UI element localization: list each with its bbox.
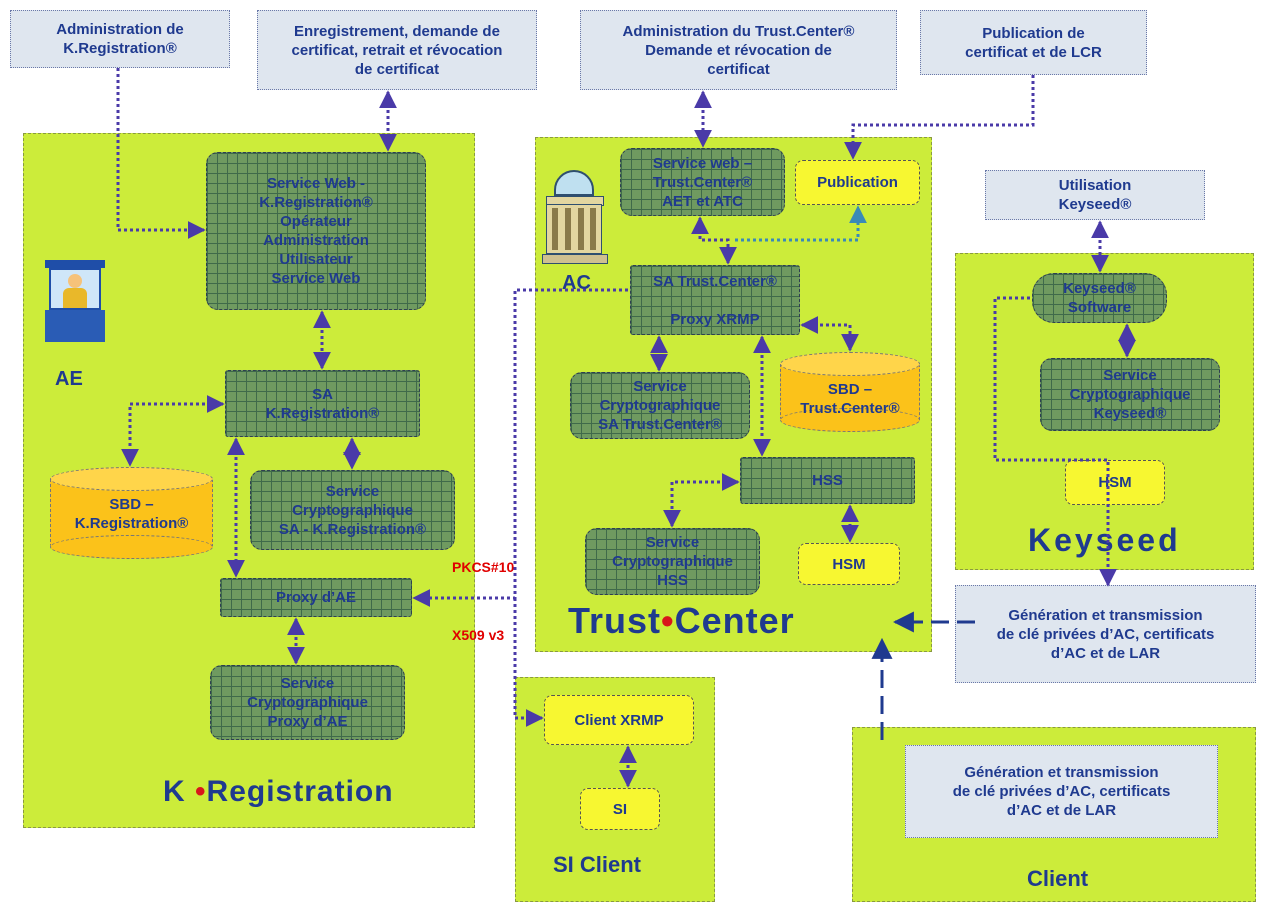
k-registration-logo-dot: • <box>195 775 207 808</box>
operator-booth-icon <box>45 260 105 342</box>
hsm-trust-center: HSM <box>798 543 900 585</box>
publication-box: Publication <box>795 160 920 205</box>
keyseed-logo: Keyseed <box>1028 522 1181 558</box>
sa-k-registration: SA K.Registration® <box>225 370 420 437</box>
note-publication-lcr: Publication de certificat et de LCR <box>920 10 1147 75</box>
k-registration-logo-text: Registration <box>206 775 394 808</box>
note-generation-keyseed: Génération et transmission de clé privée… <box>955 585 1256 683</box>
crypto-hss: Service Cryptographique HSS <box>585 528 760 595</box>
k-registration-logo-k: K <box>163 775 186 808</box>
hss-box: HSS <box>740 457 915 504</box>
crypto-sa-k-registration: Service Cryptographique SA - K.Registrat… <box>250 470 455 550</box>
note-generation-client: Génération et transmission de clé privée… <box>905 745 1218 838</box>
client-title: Client <box>1027 866 1089 891</box>
x509-label: X509 v3 <box>452 627 505 643</box>
service-web-k-registration: Service Web - K.Registration® Opérateur … <box>206 152 426 310</box>
note-admin-k-registration: Administration de K.Registration® <box>10 10 230 68</box>
sbd-trust-center-database: SBD – Trust.Center® <box>780 352 920 432</box>
si-box: SI <box>580 788 660 830</box>
crypto-keyseed: Service Cryptographique Keyseed® <box>1040 358 1220 431</box>
sbd-k-registration-label: SBD – K.Registration® <box>74 496 189 532</box>
crypto-sa-trust-center: Service Cryptographique SA Trust.Center® <box>570 372 750 439</box>
client-xrmp: Client XRMP <box>544 695 694 745</box>
trust-center-logo-trust: Trust <box>568 600 662 641</box>
k-registration-logo: K •Registration <box>163 775 394 809</box>
pkcs10-label: PKCS#10 <box>452 559 515 575</box>
crypto-proxy-ae: Service Cryptographique Proxy d’AE <box>210 665 405 740</box>
note-utilisation-keyseed: Utilisation Keyseed® <box>985 170 1205 220</box>
proxy-ae: Proxy d’AE <box>220 578 412 617</box>
sa-trust-center: SA Trust.Center® Proxy XRMP <box>630 265 800 335</box>
sbd-trust-center-label: SBD – Trust.Center® <box>800 381 900 417</box>
temple-icon <box>540 170 608 270</box>
trust-center-logo: Trust•Center <box>568 600 795 642</box>
sbd-k-registration-database: SBD – K.Registration® <box>50 467 213 559</box>
trust-center-logo-center: Center <box>674 600 795 641</box>
service-web-trust-center: Service web – Trust.Center® AET et ATC <box>620 148 785 216</box>
ae-label: AE <box>55 368 83 390</box>
trust-center-logo-dot: • <box>661 600 675 641</box>
keyseed-software: Keyseed® Software <box>1032 273 1167 323</box>
si-client-title: SI Client <box>553 852 642 877</box>
hsm-keyseed: HSM <box>1065 460 1165 505</box>
note-enregistrement: Enregistrement, demande de certificat, r… <box>257 10 537 90</box>
note-admin-trust-center: Administration du Trust.Center® Demande … <box>580 10 897 90</box>
